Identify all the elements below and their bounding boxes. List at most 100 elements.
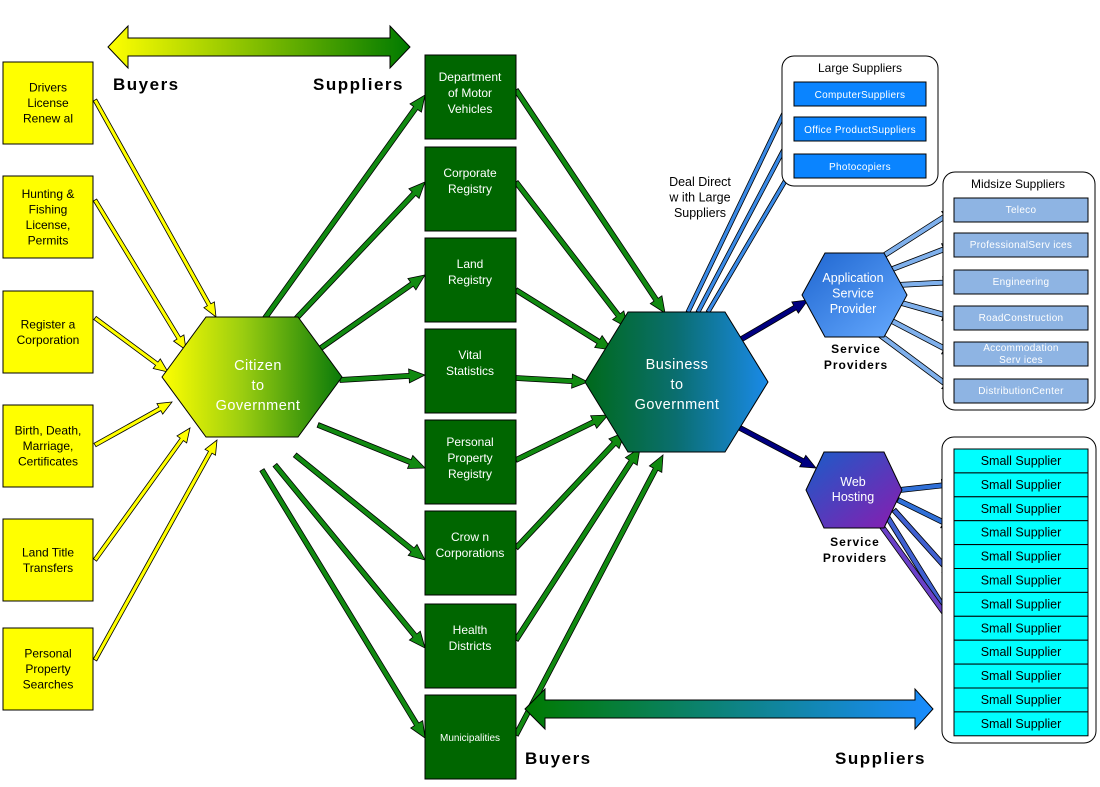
agency-box: Municipalities [424, 694, 517, 780]
green-connector-arrow [272, 462, 426, 649]
agency-line: Crow n [451, 530, 489, 544]
buyers-suppliers-double-arrow-top [107, 24, 411, 70]
navy-connector-arrow [738, 299, 809, 343]
agency-line: Health [453, 623, 488, 637]
agency-line: Vital [458, 348, 481, 362]
buyers-suppliers-double-arrow-bottom [524, 687, 934, 731]
small-supplier-item: Small Supplier [953, 496, 1089, 522]
bottom-buyers-label: Buyers [525, 749, 592, 768]
green-connector-arrow [316, 274, 426, 353]
business-hub-line: to [670, 377, 683, 393]
agency-line: Corporations [436, 546, 505, 560]
connector-arrows [92, 88, 959, 739]
green-connector-arrow [316, 422, 426, 469]
citizen-service-line: Certificates [18, 455, 78, 469]
midsize-suppliers-title: Midsize Suppliers [971, 177, 1065, 191]
deal-direct-line: Suppliers [674, 206, 726, 220]
small-supplier-item: Small Supplier [953, 639, 1089, 665]
asp-caption-line: Providers [824, 358, 888, 372]
green-connector-arrow [515, 373, 589, 389]
small-supplier-item: Small Supplier [953, 711, 1089, 737]
asp-line: Application [822, 271, 883, 285]
blue-connector-arrow [695, 129, 795, 314]
agency-line: Corporate [443, 166, 497, 180]
small-supplier-item: Small Supplier [953, 591, 1089, 617]
agency-label: Crow n Corporations [436, 530, 505, 560]
web-hosting-line: Web [840, 475, 866, 489]
citizen-service-label: Birth, Death,Marriage,Certificates [15, 424, 82, 469]
citizen-service-line: License, [26, 218, 71, 232]
small-supplier-label: Small Supplier [981, 717, 1062, 731]
large-supplier-item: Office ProductSuppliers [793, 116, 927, 142]
web-hosting-line: Hosting [832, 490, 874, 504]
green-connector-arrow [513, 88, 666, 314]
agency-line: Municipalities [440, 733, 500, 744]
citizen-service-line: Searches [23, 678, 74, 692]
citizen-service-line: Permits [28, 233, 69, 247]
yellow-connector-arrow [93, 315, 169, 373]
small-supplier-item: Small Supplier [953, 520, 1089, 546]
midsize-supplier-label: DistributionCenter [978, 386, 1064, 397]
agency-line: Registry [448, 182, 492, 196]
green-connector-arrow [513, 179, 629, 329]
top-suppliers-label: Suppliers [313, 75, 404, 94]
top-buyers-label: Buyers [113, 75, 180, 94]
asp-caption-line: Service [831, 342, 881, 356]
citizen-service-line: Land Title [22, 545, 74, 559]
deal-direct-line: Deal Direct [669, 175, 731, 189]
citizen-service-line: License [27, 96, 69, 110]
small-supplier-label: Small Supplier [981, 478, 1062, 492]
citizen-hub-line: Citizen [234, 358, 282, 374]
green-connector-arrow [513, 454, 664, 737]
green-connector-arrow [513, 447, 641, 642]
green-connector-arrow [259, 468, 426, 739]
midsize-supplier-line: Engineering [993, 277, 1050, 288]
small-supplier-label: Small Supplier [981, 645, 1062, 659]
midsize-supplier-line: Serv ices [999, 355, 1043, 366]
agency-line: Vehicles [448, 102, 493, 116]
midsize-supplier-line: Teleco [1006, 205, 1037, 216]
small-supplier-label: Small Supplier [981, 669, 1062, 683]
web-hosting-caption-line: Providers [823, 551, 887, 565]
large-supplier-label: ComputerSuppliers [815, 90, 906, 101]
green-connector-arrow [514, 287, 613, 351]
citizen-service-line: Birth, Death, [15, 424, 82, 438]
yellow-connector-arrow [92, 427, 191, 562]
midsize-supplier-line: DistributionCenter [978, 386, 1064, 397]
small-supplier-item: Small Supplier [953, 448, 1089, 474]
large-supplier-item: ComputerSuppliers [793, 81, 927, 107]
agency-box: Crow n Corporations [424, 510, 517, 596]
citizen-service-line: Fishing [29, 202, 68, 216]
small-supplier-label: Small Supplier [981, 526, 1062, 540]
citizen-service-box: Birth, Death,Marriage,Certificates [2, 404, 94, 488]
business-hub-line: Government [635, 397, 720, 413]
agency-line: Districts [449, 639, 492, 653]
business-hub-line: Business [646, 357, 709, 373]
citizen-service-line: Hunting & [22, 187, 75, 201]
